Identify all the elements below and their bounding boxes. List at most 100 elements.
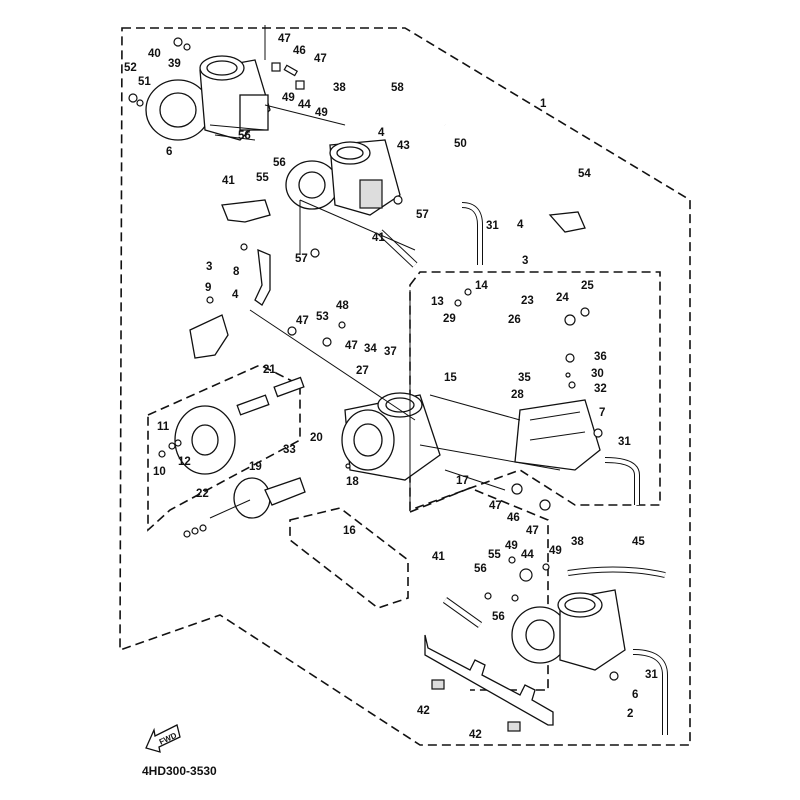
callout-4: 4	[378, 127, 385, 139]
callout-47: 47	[314, 53, 327, 65]
callout-29: 29	[443, 313, 456, 325]
subassembly-boundary	[409, 271, 661, 512]
callout-7: 7	[599, 407, 605, 419]
callout-57: 57	[295, 253, 308, 265]
callout-54: 54	[578, 168, 591, 180]
carburetor-2	[285, 139, 401, 216]
callout-51: 51	[138, 76, 151, 88]
callout-10: 10	[153, 466, 166, 478]
hose-31-upper-inner	[461, 203, 482, 265]
callout-32: 32	[594, 383, 607, 395]
callout-4: 4	[232, 289, 239, 301]
callout-2: 2	[627, 708, 633, 720]
callout-6: 6	[166, 146, 172, 158]
callout-1: 1	[540, 98, 547, 110]
hose-58-inner	[344, 115, 446, 127]
callout-39: 39	[168, 58, 181, 70]
callout-15: 15	[444, 372, 457, 384]
callout-57: 57	[416, 209, 429, 221]
callout-58: 58	[391, 82, 404, 94]
callout-26: 26	[508, 314, 521, 326]
callout-47: 47	[278, 33, 291, 45]
callout-44: 44	[521, 549, 534, 561]
diaphragm-group-boundary	[147, 364, 301, 532]
callout-31: 31	[486, 220, 499, 232]
linkage-bracket	[254, 248, 271, 306]
callout-43: 43	[397, 140, 410, 152]
callout-37: 37	[384, 346, 397, 358]
callout-49: 49	[315, 107, 328, 119]
diaphragm-cover	[174, 405, 236, 475]
callout-47: 47	[345, 340, 358, 352]
callout-56: 56	[273, 157, 286, 169]
callout-46: 46	[293, 45, 306, 57]
callout-49: 49	[505, 540, 518, 552]
float-chamber	[514, 399, 601, 471]
callout-17: 17	[456, 475, 469, 487]
callout-41: 41	[432, 551, 445, 563]
callout-4: 4	[517, 219, 524, 231]
callout-42: 42	[417, 705, 430, 717]
hose-31-right-inner	[604, 458, 639, 505]
callout-25: 25	[581, 280, 594, 292]
callout-27: 27	[356, 365, 369, 377]
callout-46: 46	[507, 512, 520, 524]
callout-50: 50	[454, 138, 467, 150]
callout-12: 12	[178, 456, 191, 468]
callout-18: 18	[346, 476, 359, 488]
callout-34: 34	[364, 343, 377, 355]
callout-48: 48	[336, 300, 349, 312]
callout-45: 45	[632, 536, 645, 548]
spring	[236, 376, 305, 416]
throttle-cable-inner	[479, 163, 572, 216]
callout-24: 24	[556, 292, 569, 304]
callout-55: 55	[256, 172, 269, 184]
callout-38: 38	[333, 82, 346, 94]
callout-23: 23	[521, 295, 534, 307]
callout-52: 52	[124, 62, 137, 74]
callout-11: 11	[157, 421, 170, 433]
jet-group-boundary	[289, 507, 409, 609]
callout-3: 3	[522, 255, 528, 267]
clip-42a	[431, 679, 445, 690]
callout-42: 42	[469, 729, 482, 741]
piston-diaphragm	[209, 477, 306, 519]
callout-56: 56	[238, 130, 251, 142]
callout-21: 21	[263, 364, 276, 376]
assembly-boundary	[119, 27, 691, 746]
callout-6: 6	[632, 689, 638, 701]
callout-56: 56	[474, 563, 487, 575]
callout-55: 55	[488, 549, 501, 561]
callout-44: 44	[298, 99, 311, 111]
hose-31-lower-inner	[632, 650, 667, 735]
clip-42b	[507, 721, 521, 732]
callout-38: 38	[571, 536, 584, 548]
callout-28: 28	[511, 389, 524, 401]
callout-41: 41	[372, 232, 385, 244]
hose-45-inner	[567, 567, 666, 577]
callout-30: 30	[591, 368, 604, 380]
carburetor-4	[511, 589, 626, 671]
callout-19: 19	[249, 461, 262, 473]
small-parts	[128, 37, 619, 681]
callout-47: 47	[526, 525, 539, 537]
callout-31: 31	[618, 436, 631, 448]
callout-14: 14	[475, 280, 488, 292]
idle-adjuster	[221, 199, 271, 223]
cable-bracket	[548, 211, 586, 233]
callout-16: 16	[343, 525, 356, 537]
callout-49: 49	[549, 545, 562, 557]
carburetor-3	[341, 392, 441, 481]
callout-49: 49	[282, 92, 295, 104]
callout-36: 36	[594, 351, 607, 363]
callout-47: 47	[489, 500, 502, 512]
callout-20: 20	[310, 432, 323, 444]
callout-56: 56	[492, 611, 505, 623]
callout-3: 3	[206, 261, 212, 273]
callout-8: 8	[233, 266, 240, 278]
callout-9: 9	[205, 282, 211, 294]
carburetor-1	[145, 55, 271, 141]
choke-plate	[189, 314, 229, 359]
callout-31: 31	[645, 669, 658, 681]
